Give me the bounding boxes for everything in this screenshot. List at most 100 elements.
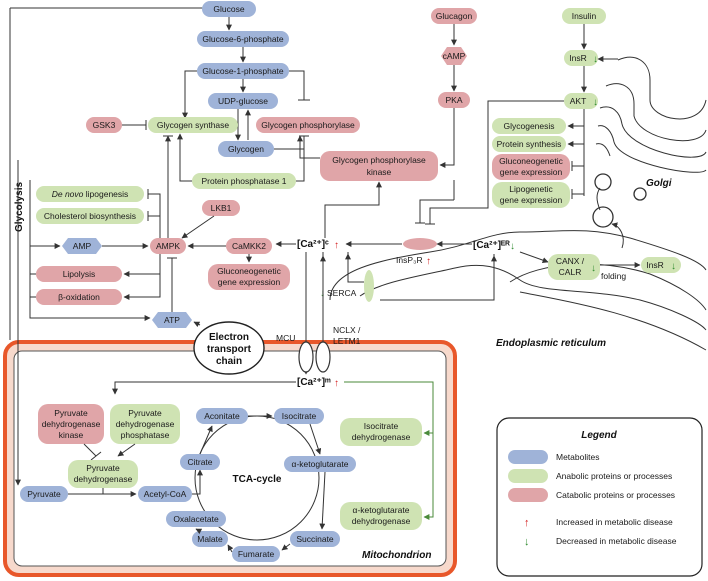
mitochondrion: Mitochondrion: [3, 340, 457, 577]
golgi-apparatus: Golgi: [592, 56, 707, 228]
increased-arrow-icon: ↑: [334, 240, 339, 251]
de-novo-lipogenesis-node: De novo lipogenesis: [36, 186, 144, 202]
svg-text:Glucagon: Glucagon: [436, 11, 473, 21]
svg-text:chain: chain: [216, 356, 242, 367]
endoplasmic-reticulum: Endoplasmic reticulum: [329, 230, 707, 351]
glycolysis-axis: Glycolysis: [9, 7, 222, 486]
svg-text:InsR: InsR: [646, 260, 663, 270]
malate-node: Malate: [192, 531, 228, 547]
cholesterol-biosynthesis-node: Cholesterol biosynthesis: [36, 208, 144, 224]
svg-text:Pyruvate: Pyruvate: [86, 463, 120, 473]
svg-text:Glucose-1-phosphate: Glucose-1-phosphate: [202, 66, 284, 76]
lipogenetic-expression-node: Lipogenetic gene expression: [492, 182, 570, 208]
svg-text:ATP: ATP: [164, 315, 180, 325]
decreased-arrow-icon: ↓: [510, 241, 515, 252]
nclx-label-1: NCLX /: [333, 325, 361, 335]
legend-metabolites: Metabolites: [556, 452, 599, 462]
ca-mito-label-group: [Ca²⁺]ᵐ ↑: [297, 377, 339, 389]
svg-text:Glucose-6-phosphate: Glucose-6-phosphate: [202, 34, 284, 44]
svg-text:Glycogen synthase: Glycogen synthase: [157, 120, 230, 130]
svg-text:α-ketoglutarate: α-ketoglutarate: [292, 459, 349, 469]
svg-text:TCA-cycle: TCA-cycle: [233, 474, 282, 485]
svg-text:β-oxidation: β-oxidation: [58, 292, 100, 302]
svg-text:Glucose: Glucose: [213, 4, 244, 14]
glycogen-phosphorylase-kinase-node: Glycogen phosphorylase kinase: [320, 151, 438, 181]
isocitrate-node: Isocitrate: [274, 408, 324, 424]
svg-text:LKB1: LKB1: [211, 203, 232, 213]
svg-text:transport: transport: [207, 344, 252, 355]
svg-text:Citrate: Citrate: [187, 457, 212, 467]
svg-text:SERCA: SERCA: [327, 288, 357, 298]
svg-text:Cholesterol biosynthesis: Cholesterol biosynthesis: [44, 211, 136, 221]
svg-text:Oxalacetate: Oxalacetate: [173, 514, 219, 524]
svg-text:Gluconeogenetic: Gluconeogenetic: [499, 156, 564, 166]
folding-label: folding: [601, 271, 626, 281]
mitochondrion-label: Mitochondrion: [362, 550, 431, 561]
svg-text:Fumarate: Fumarate: [238, 549, 275, 559]
svg-text:[Ca²⁺]ᵐ: [Ca²⁺]ᵐ: [297, 377, 331, 388]
decreased-arrow-icon: ↓: [591, 263, 596, 274]
svg-text:Protein synthesis: Protein synthesis: [497, 139, 562, 149]
decreased-arrow-icon: ↓: [593, 54, 598, 65]
udp-glucose-node: UDP-glucose: [208, 93, 278, 109]
svg-text:Electron: Electron: [209, 332, 249, 343]
mcu-label: MCU: [276, 333, 295, 343]
atp-node: ATP: [152, 312, 192, 328]
svg-text:[Ca²⁺]ᶜ: [Ca²⁺]ᶜ: [297, 239, 329, 250]
increased-arrow-icon: ↑: [426, 256, 431, 267]
svg-text:GSK3: GSK3: [93, 120, 116, 130]
gluconeogenetic-expression-2-node: Gluconeogenetic gene expression: [208, 264, 290, 290]
glucose-1-phosphate-node: Glucose-1-phosphate: [197, 63, 289, 79]
svg-text:Gluconeogenetic: Gluconeogenetic: [217, 266, 282, 276]
svg-text:Pyruvate: Pyruvate: [54, 408, 88, 418]
er-label: Endoplasmic reticulum: [496, 338, 606, 349]
svg-text:CaMKK2: CaMKK2: [232, 241, 266, 251]
svg-text:Glycogen phosphorylase: Glycogen phosphorylase: [332, 155, 426, 165]
legend-anabolic: Anabolic proteins or processes: [556, 471, 672, 481]
lipolysis-node: Lipolysis: [36, 266, 122, 282]
legend-increased: Increased in metabolic disease: [556, 517, 673, 527]
glucose-node: Glucose: [202, 1, 256, 17]
svg-text:CANX /: CANX /: [556, 256, 585, 266]
pka-node: PKA: [438, 92, 470, 108]
svg-text:AMPK: AMPK: [156, 241, 180, 251]
nclx-channel: [315, 341, 331, 373]
svg-text:[Ca²⁺]ᴱᴿ: [Ca²⁺]ᴱᴿ: [473, 240, 510, 251]
fumarate-node: Fumarate: [232, 546, 280, 562]
svg-text:dehydrogenase: dehydrogenase: [352, 516, 411, 526]
svg-text:Isocitrate: Isocitrate: [282, 411, 317, 421]
pdh-node: Pyruvate dehydrogenase: [68, 460, 138, 488]
svg-text:AMP: AMP: [73, 241, 92, 251]
svg-text:Glycogen phosphorylase: Glycogen phosphorylase: [261, 120, 355, 130]
pdk-node: Pyruvate dehydrogenase kinase: [38, 404, 104, 444]
svg-text:InsP₃R: InsP₃R: [396, 255, 423, 265]
nclx-label-2: LETM1: [333, 336, 361, 346]
insr-membrane-node: InsR ↓: [564, 50, 598, 66]
svg-text:gene expression: gene expression: [218, 277, 281, 287]
pdp-node: Pyruvate dehydrogenase phosphatase: [110, 404, 180, 444]
pyruvate-node: Pyruvate: [20, 486, 68, 502]
mcu-channel: [298, 341, 314, 373]
svg-text:De novo lipogenesis: De novo lipogenesis: [52, 189, 129, 199]
svg-text:Glycogenesis: Glycogenesis: [503, 121, 554, 131]
camkk2-node: CaMKK2: [226, 238, 272, 254]
insp3r-channel: InsP₃R ↑: [396, 238, 437, 267]
svg-text:Lipogenetic: Lipogenetic: [509, 184, 553, 194]
svg-text:Succinate: Succinate: [296, 534, 334, 544]
glycogen-phosphorylase-node: Glycogen phosphorylase: [256, 117, 360, 133]
golgi-label: Golgi: [646, 178, 672, 189]
aconitate-node: Aconitate: [196, 408, 248, 424]
svg-text:Glycogen: Glycogen: [228, 144, 264, 154]
ca-er-label-group: [Ca²⁺]ᴱᴿ ↓: [473, 240, 515, 252]
svg-text:gene expression: gene expression: [500, 195, 563, 205]
svg-text:AKT: AKT: [570, 96, 587, 106]
protein-synthesis-node: Protein synthesis: [492, 136, 566, 152]
svg-text:dehydrogenase: dehydrogenase: [74, 474, 133, 484]
svg-text:dehydrogenase: dehydrogenase: [352, 432, 411, 442]
legend-title: Legend: [581, 430, 617, 441]
isocitrate-dehydrogenase-node: Isocitrate dehydrogenase: [340, 418, 422, 446]
svg-text:Pyruvate: Pyruvate: [27, 489, 61, 499]
svg-text:kinase: kinase: [59, 430, 84, 440]
svg-text:α-ketoglutarate: α-ketoglutarate: [353, 505, 410, 515]
